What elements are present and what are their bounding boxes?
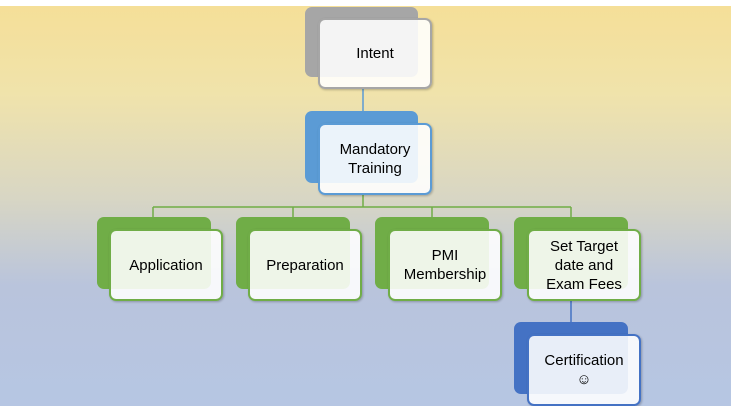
node-mandatory-label: Mandatory Training xyxy=(339,141,411,177)
node-certification-label: Certification ☺ xyxy=(544,352,624,388)
node-application-box: Application xyxy=(109,229,223,301)
node-certification-box: Certification ☺ xyxy=(527,334,641,406)
node-mandatory-box: Mandatory Training xyxy=(318,123,432,195)
node-preparation-label: Preparation xyxy=(266,256,344,274)
node-target-box: Set Target date and Exam Fees xyxy=(527,229,641,301)
node-pmi-label: PMI Membership xyxy=(403,247,487,283)
node-application-label: Application xyxy=(129,256,203,274)
node-intent-box: Intent xyxy=(318,18,432,89)
node-pmi-box: PMI Membership xyxy=(388,229,502,301)
node-preparation-box: Preparation xyxy=(248,229,362,301)
node-target-label: Set Target date and Exam Fees xyxy=(546,237,622,293)
node-intent-label: Intent xyxy=(356,45,394,62)
